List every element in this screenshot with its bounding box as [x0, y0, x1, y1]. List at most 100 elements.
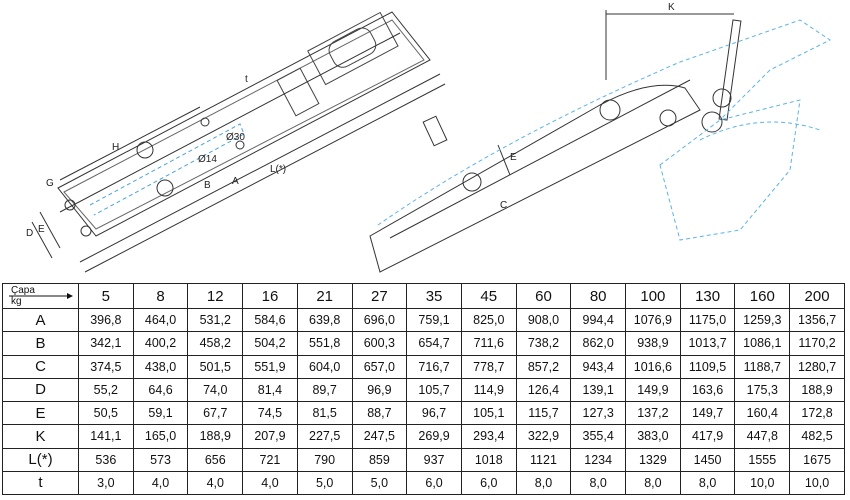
row-label: A [2, 307, 79, 333]
corner-label-kg: kg [11, 296, 22, 307]
table-cell: 74,0 [187, 377, 244, 403]
table-cell: 657,0 [351, 354, 408, 379]
table-cell: 1675 [789, 447, 845, 472]
top-view-labels: H G D E B A L(*) t Ø14 Ø30 [26, 74, 286, 239]
table-cell: 149,7 [679, 400, 736, 426]
table-cell: 400,2 [132, 331, 189, 356]
corner-arrow-icon [9, 293, 73, 299]
table-cell: 1280,7 [789, 354, 845, 379]
row-label: D [2, 377, 79, 403]
table-cell: 10,0 [789, 470, 845, 496]
table-cell: 6,0 [460, 470, 517, 496]
table-cell: 322,9 [515, 424, 572, 449]
table-cell: 1018 [460, 447, 517, 472]
top-view-drawing [31, 11, 446, 273]
dim-label-a: A [232, 176, 239, 187]
table-cell: 738,2 [515, 331, 572, 356]
table-cell: 374,5 [78, 354, 134, 379]
table-cell: 536 [78, 447, 134, 472]
column-header: 12 [187, 283, 244, 309]
table-cell: 105,7 [406, 377, 462, 403]
table-cell: 1175,0 [679, 307, 736, 333]
table-cell: 160,4 [734, 400, 791, 426]
column-header: 16 [242, 283, 298, 309]
table-cell: 600,3 [351, 331, 408, 356]
table-cell: 938,9 [625, 331, 681, 356]
table-cell: 1109,5 [679, 354, 736, 379]
column-header: 8 [132, 283, 189, 309]
table-cell: 778,7 [460, 354, 517, 379]
table-cell: 188,9 [789, 377, 845, 403]
table-cell: 5,0 [296, 470, 353, 496]
dim-label-h: H [112, 142, 119, 153]
column-header: 130 [679, 283, 736, 309]
table-cell: 438,0 [132, 354, 189, 379]
column-header: 35 [406, 283, 462, 309]
table-cell: 1329 [625, 447, 681, 472]
table-cell: 55,2 [78, 377, 134, 403]
table-cell: 790 [296, 447, 353, 472]
dim-label-b: B [204, 180, 211, 191]
table-cell: 654,7 [406, 331, 462, 356]
table-cell: 943,4 [570, 354, 627, 379]
table-cell: 531,2 [187, 307, 244, 333]
table-cell: 716,7 [406, 354, 462, 379]
table-cell: 127,3 [570, 400, 627, 426]
table-cell: 458,2 [187, 331, 244, 356]
column-header: 5 [78, 283, 134, 309]
table-cell: 6,0 [406, 470, 462, 496]
table-cell: 88,7 [351, 400, 408, 426]
table-cell: 482,5 [789, 424, 845, 449]
dim-label-c: C [500, 200, 507, 211]
table-cell: 141,1 [78, 424, 134, 449]
table-cell: 551,8 [296, 331, 353, 356]
column-header: 100 [625, 283, 681, 309]
table-cell: 759,1 [406, 307, 462, 333]
table-cell: 383,0 [625, 424, 681, 449]
column-header: 45 [460, 283, 517, 309]
table-cell: 172,8 [789, 400, 845, 426]
table-cell: 1188,7 [734, 354, 791, 379]
row-label: E [2, 400, 79, 426]
table-cell: 4,0 [242, 470, 298, 496]
table-cell: 5,0 [351, 470, 408, 496]
table-cell: 604,0 [296, 354, 353, 379]
table-cell: 994,4 [570, 307, 627, 333]
table-cell: 1555 [734, 447, 791, 472]
corner-label-anchor: Çapa [11, 285, 35, 296]
table-cell: 1356,7 [789, 307, 845, 333]
table-cell: 862,0 [570, 331, 627, 356]
table-cell: 4,0 [132, 470, 189, 496]
dim-label-phi14: Ø14 [198, 154, 217, 165]
table-cell: 639,8 [296, 307, 353, 333]
column-header: 80 [570, 283, 627, 309]
table-cell: 207,9 [242, 424, 298, 449]
table-cell: 1086,1 [734, 331, 791, 356]
table-cell: 114,9 [460, 377, 517, 403]
row-label: t [2, 470, 79, 496]
table-cell: 1016,6 [625, 354, 681, 379]
table-cell: 396,8 [78, 307, 134, 333]
dim-label-l: L(*) [270, 164, 286, 175]
table-cell: 96,9 [351, 377, 408, 403]
table-cell: 857,2 [515, 354, 572, 379]
column-header: 27 [351, 283, 408, 309]
table-cell: 825,0 [460, 307, 517, 333]
table-cell: 96,7 [406, 400, 462, 426]
table-cell: 417,9 [679, 424, 736, 449]
dim-label-phi30: Ø30 [226, 132, 245, 143]
table-cell: 1170,2 [789, 331, 845, 356]
table-cell: 149,9 [625, 377, 681, 403]
table-cell: 269,9 [406, 424, 462, 449]
anchor-outline [377, 19, 831, 241]
dimension-table: Çapa kg 5 8 12 16 21 27 35 45 60 80 100 … [2, 283, 845, 496]
column-header: 160 [734, 283, 791, 309]
table-cell: 89,7 [296, 377, 353, 403]
table-cell: 115,7 [515, 400, 572, 426]
